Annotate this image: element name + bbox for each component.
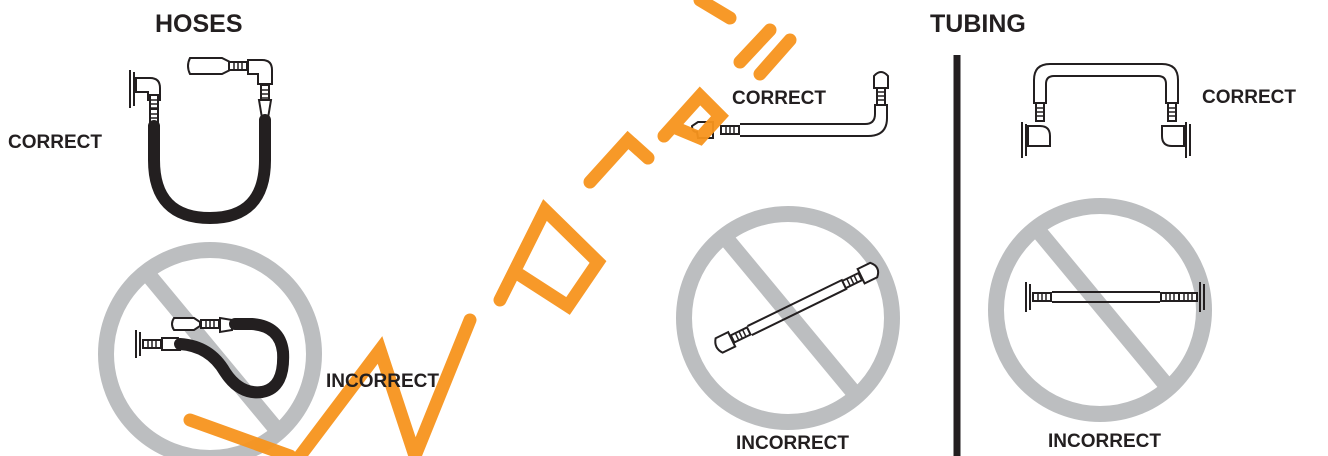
tube-icon-incorrect-right	[1052, 291, 1160, 303]
tube-icon-correct-right	[1033, 63, 1179, 104]
tubing-incorrect-right-label: INCORRECT	[1048, 431, 1161, 452]
tubing-correct-left-label: CORRECT	[732, 88, 826, 109]
tubing-incorrect-right-figure	[988, 198, 1212, 422]
prohibition-icon-hose	[98, 242, 322, 456]
watermark	[183, 0, 797, 456]
tubing-incorrect-left-figure	[676, 206, 900, 430]
hose-correct-figure	[129, 57, 273, 225]
hoses-heading: HOSES	[155, 10, 243, 38]
hose-icon-incorrect	[174, 318, 290, 399]
prohibition-icon-tubing-left	[676, 206, 900, 430]
hose-incorrect-figure	[98, 242, 322, 456]
tube-icon-incorrect-left	[747, 278, 848, 336]
hose-icon-correct	[148, 114, 271, 225]
tubing-correct-right-label: CORRECT	[1202, 87, 1296, 108]
tube-icon-correct-left	[740, 104, 888, 137]
hose-incorrect-label: INCORRECT	[326, 371, 439, 392]
tubing-heading: TUBING	[930, 10, 1026, 38]
hose-correct-label: CORRECT	[8, 132, 102, 153]
tubing-incorrect-left-label: INCORRECT	[736, 433, 849, 454]
tubing-correct-right-figure	[1021, 63, 1191, 158]
